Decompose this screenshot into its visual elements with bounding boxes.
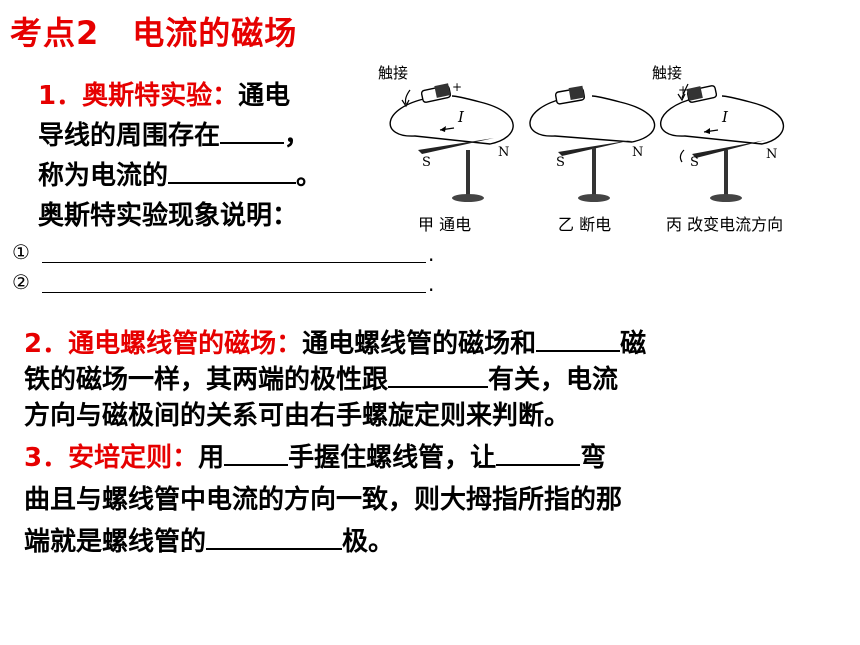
section1-line4: 奥斯特实验现象说明： <box>38 201 299 231</box>
section2-text1: 通电螺线管的磁场和 <box>302 329 537 359</box>
panel-b-off: S N 乙 断电 <box>529 85 656 234</box>
blank-5[interactable] <box>224 440 289 466</box>
needle-s-b: S <box>556 155 565 170</box>
stand-c <box>724 150 728 196</box>
plus-a: + <box>452 80 462 94</box>
blank-1[interactable] <box>220 118 285 144</box>
blank-3[interactable] <box>536 326 621 352</box>
item-2-dot: . <box>428 272 435 296</box>
section3-line3: 端就是螺线管的 极。 <box>24 524 394 560</box>
section1-line1: 1．奥斯特实验：通电 <box>38 78 290 114</box>
section3-line2: 曲且与螺线管中电流的方向一致，则大拇指所指的那 <box>24 485 623 515</box>
section3-label: 3．安培定则： <box>24 443 199 473</box>
touch-label-a: 触接 <box>378 64 408 82</box>
current-label-a: I <box>457 108 465 126</box>
touch-arrow-a <box>404 89 411 105</box>
section1-line2: 导线的周围存在 ， <box>38 118 310 154</box>
blank-6[interactable] <box>496 440 581 466</box>
wire-loop-c <box>659 95 785 145</box>
section1-text2: 导线的周围存在 <box>38 121 221 151</box>
section2-line1: 2．通电螺线管的磁场：通电螺线管的磁场和 磁 <box>24 326 646 362</box>
current-label-c: I <box>721 108 729 126</box>
section1-text3: 称为电流的 <box>38 161 169 191</box>
panel-c-reversed: 触接 + I S N 丙 改变电流方向 <box>652 64 785 234</box>
panel-a-powered: 触接 + I S N 甲 通电 <box>378 64 514 234</box>
section2-text2: 铁的磁场一样，其两端的极性跟 <box>24 365 389 395</box>
section3-text1: 用 <box>198 443 225 473</box>
needle-s-a: S <box>422 155 431 170</box>
section2-label: 2．通电螺线管的磁场： <box>24 329 303 359</box>
section2-line3: 方向与磁极间的关系可由右手螺旋定则来判断。 <box>24 401 571 431</box>
section3-line1: 3．安培定则：用 手握住螺线管，让 弯 <box>24 440 606 476</box>
page-title: 考点2 电流的磁场 <box>10 14 298 52</box>
section2-line2: 铁的磁场一样，其两端的极性跟 有关，电流 <box>24 362 618 398</box>
caption-b: 乙 断电 <box>558 215 611 234</box>
blank-4[interactable] <box>388 362 489 388</box>
caption-a: 甲 通电 <box>418 215 471 234</box>
section2-text2b: 有关，电流 <box>488 365 619 395</box>
section1-line3: 称为电流的 。 <box>38 158 322 194</box>
section3-text3b: 极。 <box>342 527 395 557</box>
blank-2[interactable] <box>168 158 297 184</box>
wire-loop-a <box>389 95 514 145</box>
needle-n-b: N <box>632 145 643 160</box>
needle-s-c: S <box>690 155 699 170</box>
section3-text1c: 弯 <box>580 443 607 473</box>
stand-a <box>466 150 470 196</box>
oersted-experiment-figure: 触接 + I S N 甲 通电 S N 乙 断电 触接 + I <box>378 64 785 234</box>
item-2-number: ② <box>12 270 30 294</box>
section1-label: 1．奥斯特实验： <box>38 81 239 111</box>
caption-c: 丙 改变电流方向 <box>666 215 783 234</box>
section3-text1b: 手握住螺线管，让 <box>288 443 497 473</box>
section2-text1b: 磁 <box>620 329 647 359</box>
answer-line-1[interactable] <box>42 262 426 263</box>
needle-n-a: N <box>498 145 509 160</box>
plus-c: + <box>678 83 688 97</box>
stand-b <box>592 148 596 196</box>
blank-7[interactable] <box>206 524 343 550</box>
section1-text1: 通电 <box>238 81 291 111</box>
needle-a <box>418 138 494 154</box>
needle-c <box>692 140 766 158</box>
touch-label-c: 触接 <box>652 64 682 82</box>
item-1-dot: . <box>428 242 435 266</box>
section1-period: 。 <box>296 161 323 191</box>
item-1-number: ① <box>12 240 30 264</box>
section1-comma: ， <box>284 121 311 151</box>
needle-n-c: N <box>766 147 777 162</box>
section3-text3: 端就是螺线管的 <box>24 527 207 557</box>
answer-line-2[interactable] <box>42 292 426 293</box>
wire-loop-b <box>529 95 656 143</box>
